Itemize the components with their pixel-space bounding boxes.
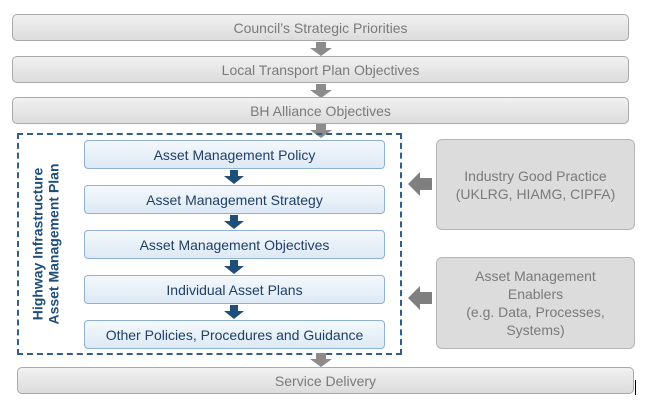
side-box-industry-good-practice: Industry Good Practice (UKLRG, HIAMG, CI… xyxy=(436,139,635,230)
step-label: Asset Management Strategy xyxy=(146,191,323,208)
down-arrow-icon xyxy=(310,124,332,138)
asset-management-plan-title: Highway Infrastructure Asset Management … xyxy=(20,136,72,352)
side-line: Asset Management xyxy=(475,268,596,284)
title-line-2: Asset Management Plan xyxy=(46,163,62,325)
bar-label: BH Alliance Objectives xyxy=(250,102,391,119)
step-asset-management-strategy: Asset Management Strategy xyxy=(84,185,385,214)
down-arrow-icon xyxy=(224,170,244,184)
bar-bh-alliance-objectives: BH Alliance Objectives xyxy=(12,97,629,124)
step-label: Individual Asset Plans xyxy=(166,281,303,298)
left-arrow-icon xyxy=(408,286,432,310)
side-line: (UKLRG, HIAMG, CIPFA) xyxy=(455,185,616,202)
down-arrow-icon xyxy=(310,42,332,56)
bar-label: Local Transport Plan Objectives xyxy=(221,61,420,78)
bar-label: Council’s Strategic Priorities xyxy=(233,19,408,36)
step-asset-management-policy: Asset Management Policy xyxy=(84,140,385,169)
down-arrow-icon xyxy=(224,260,244,274)
side-line: Systems) xyxy=(506,322,565,338)
down-arrow-icon xyxy=(310,84,332,98)
text-cursor xyxy=(635,380,636,395)
step-individual-asset-plans: Individual Asset Plans xyxy=(84,275,385,304)
down-arrow-icon xyxy=(224,305,244,319)
side-line: Industry Good Practice xyxy=(464,167,607,184)
asset-management-plan-frame xyxy=(17,133,402,355)
step-label: Asset Management Objectives xyxy=(139,236,330,253)
step-label: Other Policies, Procedures and Guidance xyxy=(105,326,364,343)
left-arrow-icon xyxy=(408,172,432,196)
down-arrow-icon xyxy=(310,353,332,367)
title-line-1: Highway Infrastructure xyxy=(30,167,46,321)
side-line: (e.g. Data, Processes, xyxy=(466,304,605,320)
bar-label: Service Delivery xyxy=(274,372,377,389)
down-arrow-icon xyxy=(224,215,244,229)
step-label: Asset Management Policy xyxy=(153,146,316,163)
bar-councils-strategic-priorities: Council’s Strategic Priorities xyxy=(12,14,629,41)
side-box-asset-management-enablers: Asset Management Enablers (e.g. Data, Pr… xyxy=(436,257,635,349)
bar-service-delivery: Service Delivery xyxy=(17,367,634,394)
side-line: Enablers xyxy=(507,286,564,302)
step-asset-management-objectives: Asset Management Objectives xyxy=(84,230,385,259)
step-other-policies-procedures-guidance: Other Policies, Procedures and Guidance xyxy=(84,320,385,349)
bar-local-transport-plan-objectives: Local Transport Plan Objectives xyxy=(12,56,629,83)
